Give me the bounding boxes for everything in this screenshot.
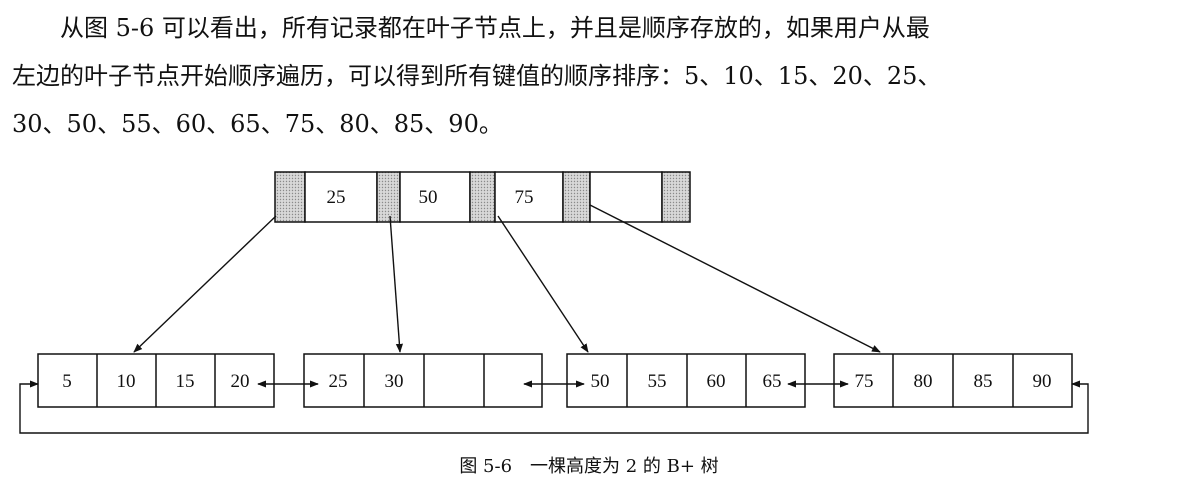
child-pointers — [133, 204, 881, 353]
root-key-0: 25 — [327, 187, 346, 208]
leaf-4-key-1: 80 — [914, 371, 933, 392]
paragraph-line-2: 左边的叶子节点开始顺序遍历，可以得到所有键值的顺序排序：5、10、15、20、2… — [12, 62, 942, 90]
leaf-1-key-2: 15 — [176, 371, 195, 392]
pointer-arrow-leaf-4 — [589, 204, 881, 353]
leaf-4-key-2: 85 — [974, 371, 993, 392]
leaf-3-key-3: 65 — [763, 371, 782, 392]
leaf-2-key-0: 25 — [329, 371, 348, 392]
root-node: 25 50 75 — [274, 171, 691, 223]
leaf-3-key-2: 60 — [707, 371, 726, 392]
leaf-1-key-1: 10 — [117, 371, 136, 392]
root-key-2: 75 — [515, 187, 534, 208]
root-pointer-0 — [274, 171, 306, 223]
leaf-3-key-1: 55 — [648, 371, 667, 392]
paragraph-line-1: 从图 5-6 可以看出，所有记录都在叶子节点上，并且是顺序存放的，如果用户从最 — [60, 14, 930, 42]
wraparound-link — [19, 380, 1089, 434]
root-key-cell-2 — [494, 171, 564, 223]
root-pointer-2 — [469, 171, 496, 223]
leaf-1-key-0: 5 — [62, 371, 72, 392]
leaf-node-2: 25 30 — [303, 353, 543, 408]
root-pointer-4 — [661, 171, 691, 223]
wraparound-path — [19, 380, 1089, 434]
root-key-cell-3 — [589, 171, 663, 223]
root-key-1: 50 — [419, 187, 438, 208]
pointer-arrow-leaf-1 — [133, 215, 277, 353]
leaf-2-key-1: 30 — [385, 371, 404, 392]
leaf-node-4: 75 80 85 90 — [833, 353, 1073, 408]
root-pointer-1 — [376, 171, 401, 223]
leaf-4-key-3: 90 — [1033, 371, 1052, 392]
leaf-4-key-0: 75 — [855, 371, 874, 392]
leaf-node-1: 5 10 15 20 — [37, 353, 275, 408]
root-key-cell-1 — [399, 171, 471, 223]
pointer-arrow-leaf-2 — [389, 215, 403, 353]
intro-paragraph: 从图 5-6 可以看出，所有记录都在叶子节点上，并且是顺序存放的，如果用户从最 … — [12, 4, 1172, 148]
leaf-3-key-0: 50 — [591, 371, 610, 392]
leaf-node-3: 50 55 60 65 — [566, 353, 806, 408]
paragraph-line-3: 30、50、55、60、65、75、80、85、90。 — [12, 110, 503, 138]
leaf-1-key-3: 20 — [231, 371, 250, 392]
figure-caption: 图 5-6 一棵高度为 2 的 B+ 树 — [459, 456, 719, 477]
root-pointer-3 — [562, 171, 591, 223]
pointer-arrow-leaf-3 — [497, 215, 589, 353]
